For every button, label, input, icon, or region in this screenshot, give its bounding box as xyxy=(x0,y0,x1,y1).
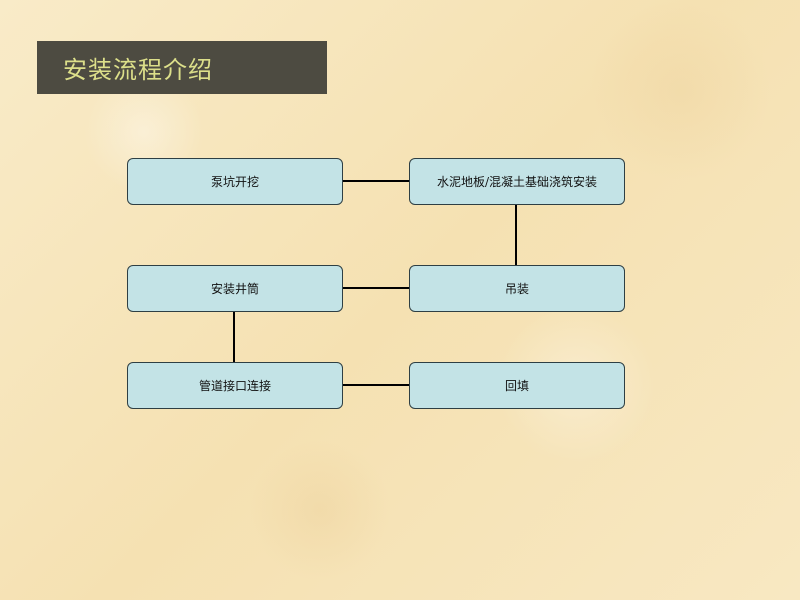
step-backfill: 回填 xyxy=(409,362,625,409)
connector-foundation-to-hoisting xyxy=(515,204,517,266)
step-foundation-pouring: 水泥地板/混凝土基础浇筑安装 xyxy=(409,158,625,205)
connector-shaft-to-pipe xyxy=(233,311,235,363)
step-install-shaft: 安装井筒 xyxy=(127,265,343,312)
step-pump-pit-excavation: 泵坑开挖 xyxy=(127,158,343,205)
step-pipe-connection: 管道接口连接 xyxy=(127,362,343,409)
slide-title: 安装流程介绍 xyxy=(63,56,213,84)
connector-excavation-to-foundation xyxy=(342,180,410,182)
connector-hoisting-to-shaft xyxy=(342,287,410,289)
slide-title-bar: 安装流程介绍 xyxy=(37,41,327,94)
step-hoisting: 吊装 xyxy=(409,265,625,312)
connector-pipe-to-backfill xyxy=(342,384,410,386)
